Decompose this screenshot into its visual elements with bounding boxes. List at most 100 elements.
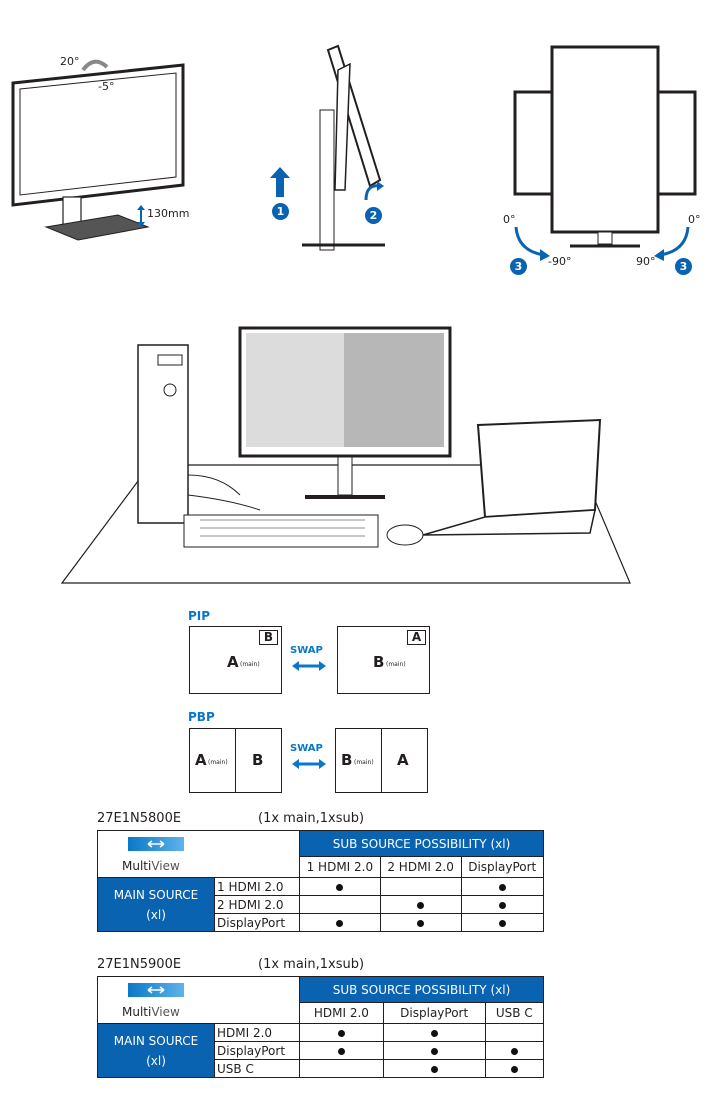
compatible-dot-icon	[430, 1047, 438, 1055]
pbp-right-b-sub: (main)	[354, 759, 374, 766]
table1-cell	[299, 877, 381, 896]
tilt-back-label: 20°	[60, 55, 80, 68]
table2-cell	[484, 1059, 545, 1078]
pip-title: PIP	[188, 609, 211, 623]
table2-logo-cell: MultiView	[97, 976, 300, 1024]
rotate-arrow-icon	[364, 181, 384, 201]
pbp-left-panel: A (main) B	[189, 728, 282, 793]
compatible-dot-icon	[337, 1029, 345, 1037]
side-view-illustration	[302, 44, 385, 251]
tilt-arrow-icon	[81, 59, 109, 72]
table2-main-label-1: MAIN SOURCE	[113, 1033, 199, 1048]
table2-col-3: USB C	[484, 1002, 545, 1024]
compatible-dot-icon	[337, 1047, 345, 1055]
compatible-dot-icon	[336, 919, 344, 927]
table1-col-2: 2 HDMI 2.0	[379, 856, 462, 878]
table2-cell	[382, 1023, 486, 1042]
table1-cell	[460, 877, 544, 896]
pivot-illustration	[513, 45, 697, 248]
step2-badge: 2	[365, 207, 382, 224]
table2-main-source: MAIN SOURCE (xl)	[97, 1023, 215, 1078]
rotate-right-arrow-icon	[654, 226, 690, 261]
pbp-swap-label: SWAP	[290, 743, 323, 754]
table1-main-label-2: (xl)	[146, 907, 166, 922]
rotate-left-arrow-icon	[514, 226, 550, 261]
table2-cell	[484, 1023, 545, 1042]
table1: MultiView SUB SOURCE POSSIBILITY (xl) 1 …	[97, 829, 544, 932]
rotate-right-start: 0°	[688, 213, 701, 226]
table2-cell	[382, 1041, 486, 1060]
table1-cell	[379, 913, 462, 932]
compatible-dot-icon	[510, 1047, 518, 1055]
rotate-left-end: -90°	[548, 255, 572, 268]
table1-cell	[460, 895, 544, 914]
pbp-swap-arrow-icon	[292, 759, 326, 769]
desk-setup-illustration	[60, 326, 631, 584]
table1-row-label: DisplayPort	[214, 913, 300, 932]
table1-row-label: 2 HDMI 2.0	[214, 895, 300, 914]
pip-right-panel: B (main) A	[337, 626, 430, 694]
table2-row-label: USB C	[214, 1059, 300, 1078]
rotate-right-end: 90°	[636, 255, 656, 268]
table2-main-label-2: (xl)	[146, 1053, 166, 1068]
height-label: 130mm	[147, 207, 190, 220]
table1-cell	[299, 895, 381, 914]
table2-row-label: DisplayPort	[214, 1041, 300, 1060]
tilt-forward-label: -5°	[98, 80, 115, 93]
tilt-monitor-illustration	[11, 63, 185, 241]
pip-left-main-sub: (main)	[240, 661, 260, 668]
table2-cell	[484, 1041, 545, 1060]
table1-col-1: 1 HDMI 2.0	[299, 856, 381, 878]
pip-left-inset: B	[259, 630, 278, 645]
compatible-dot-icon	[430, 1029, 438, 1037]
height-arrow-icon	[137, 205, 145, 227]
table2-row-label: HDMI 2.0	[214, 1023, 300, 1042]
compatible-dot-icon	[498, 919, 506, 927]
table1-cell	[460, 913, 544, 932]
table1-col-3: DisplayPort	[460, 856, 544, 878]
table2: MultiView SUB SOURCE POSSIBILITY (xl) HD…	[97, 975, 545, 1078]
table1-note: (1x main,1xsub)	[258, 811, 365, 826]
table1-model: 27E1N5800E	[97, 811, 182, 826]
rotate-left-start: 0°	[503, 213, 516, 226]
compatible-dot-icon	[417, 901, 425, 909]
adjustment-diagram: 20° -5° 130mm 1 2 0° 3 -90° 0° 90° 3	[0, 0, 716, 290]
pip-left-panel: A (main) B	[189, 626, 282, 694]
table1-logo-view: View	[151, 859, 180, 873]
table2-logo-multi: Multi	[122, 1005, 152, 1019]
step1-badge: 1	[272, 203, 289, 220]
table1-cell	[379, 895, 462, 914]
compatible-dot-icon	[336, 883, 344, 891]
pip-swap-arrow-icon	[292, 661, 326, 671]
table1-main-label-1: MAIN SOURCE	[113, 887, 199, 902]
compatible-dot-icon	[510, 1065, 518, 1073]
pbp-left-a: A	[195, 751, 207, 769]
table1-logo-cell: MultiView	[97, 830, 300, 878]
pip-swap-label: SWAP	[290, 645, 323, 656]
table2-cell	[382, 1059, 486, 1078]
table1-sub-header: SUB SOURCE POSSIBILITY (xl)	[299, 829, 544, 858]
table2-cell	[299, 1041, 384, 1060]
compatible-dot-icon	[430, 1065, 438, 1073]
pip-right-main-sub: (main)	[386, 661, 406, 668]
table1-logo-multi: Multi	[122, 859, 152, 873]
table2-note: (1x main,1xsub)	[258, 957, 365, 972]
table2-col-1: HDMI 2.0	[299, 1002, 384, 1024]
pip-right-main: B	[373, 653, 385, 671]
table1-main-source: MAIN SOURCE (xl)	[97, 877, 215, 932]
compatible-dot-icon	[498, 883, 506, 891]
table1-cell	[299, 913, 381, 932]
pbp-right-b: B	[341, 751, 353, 769]
up-arrow-icon	[270, 167, 290, 197]
multiview-logo-icon	[128, 837, 184, 851]
compatible-dot-icon	[498, 901, 506, 909]
pip-left-main: A	[227, 653, 239, 671]
table2-logo-view: View	[151, 1005, 180, 1019]
step3-left-badge: 3	[510, 258, 527, 275]
table1-cell	[379, 877, 462, 896]
table2-col-2: DisplayPort	[382, 1002, 486, 1024]
pip-right-inset: A	[407, 630, 426, 645]
pbp-left-b: B	[252, 751, 264, 769]
table1-row-label: 1 HDMI 2.0	[214, 877, 300, 896]
step3-right-badge: 3	[675, 258, 692, 275]
